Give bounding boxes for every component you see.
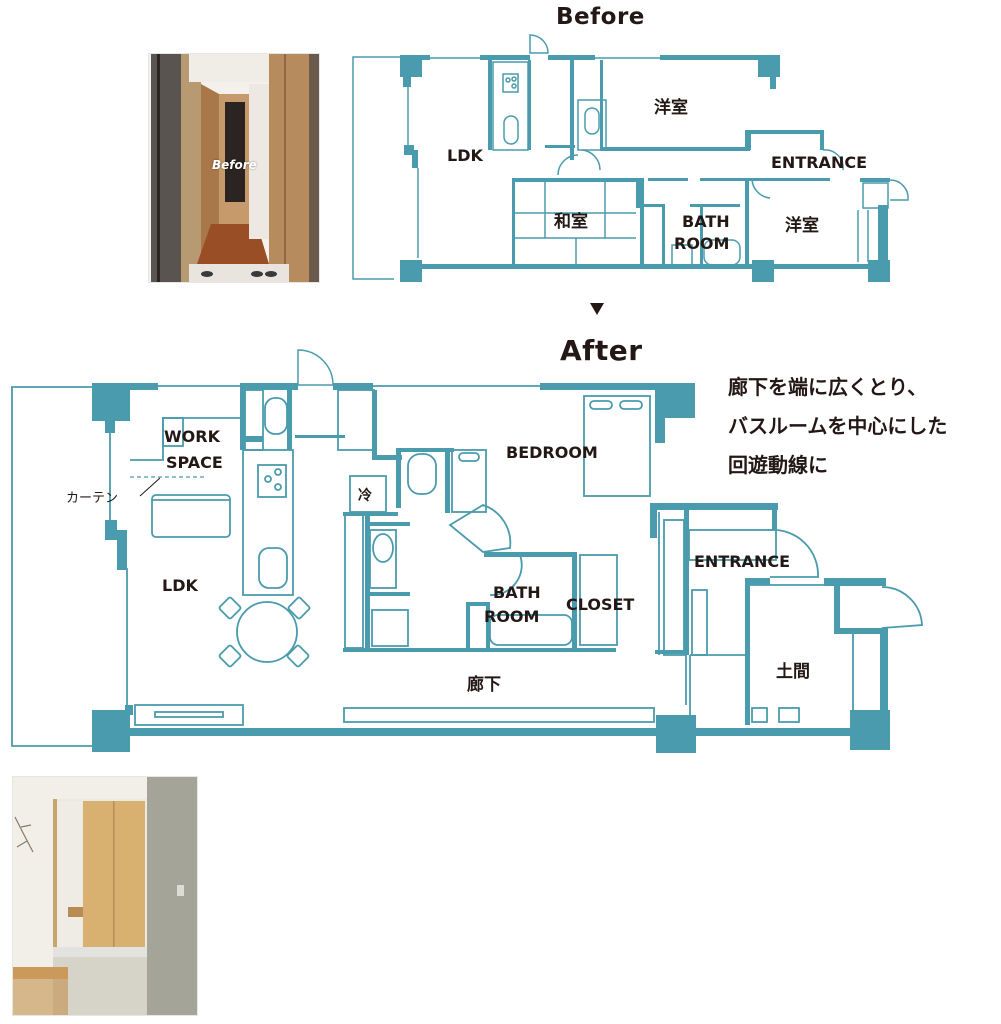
after-label-entrance: ENTRANCE: [694, 552, 790, 571]
after-entrance-photo: [12, 776, 198, 1016]
before-hallway-photo: Before: [148, 53, 320, 283]
before-photo-label: Before: [212, 158, 257, 172]
after-label-ldk: LDK: [162, 576, 198, 595]
caption-line-3: 回遊動線に: [728, 453, 828, 477]
down-arrow-icon: [590, 303, 604, 315]
after-label-bedroom: BEDROOM: [506, 443, 598, 462]
before-label-bath-1: BATH: [682, 212, 730, 231]
before-label-western-room-2: 洋室: [785, 215, 819, 236]
before-label-ldk: LDK: [447, 146, 483, 165]
before-heading: Before: [556, 4, 645, 30]
after-label-bath-1: BATH: [493, 583, 541, 602]
after-label-closet: CLOSET: [566, 595, 634, 614]
after-label-curtain: カーテン: [66, 491, 118, 506]
after-label-bath-2: ROOM: [484, 607, 539, 626]
caption-line-1: 廊下を端に広くとり、: [728, 375, 928, 399]
entrance-photo-illustration: [13, 777, 197, 1015]
caption-text: 廊下を端に広くとり、 バスルームを中心にした 回遊動線に: [728, 368, 947, 485]
caption-line-2: バスルームを中心にした: [728, 414, 948, 438]
after-heading: After: [560, 334, 643, 367]
after-label-fridge: 冷: [358, 487, 372, 504]
before-label-western-room-1: 洋室: [654, 97, 688, 118]
before-label-bath-2: ROOM: [674, 234, 729, 253]
after-label-work: WORK: [164, 427, 221, 446]
hallway-photo-illustration: [149, 54, 319, 282]
after-floor-plan: WORK SPACE カーテン LDK 冷 BEDROOM BATH ROOM …: [11, 349, 923, 753]
after-label-corridor: 廊下: [467, 674, 501, 695]
after-label-doma: 土間: [776, 661, 810, 682]
before-label-entrance: ENTRANCE: [771, 153, 867, 172]
before-label-japanese-room: 和室: [554, 211, 588, 232]
after-label-space: SPACE: [166, 453, 223, 472]
before-floor-plan: LDK 洋室 ENTRANCE 和室 BATH ROOM 洋室: [352, 34, 909, 282]
